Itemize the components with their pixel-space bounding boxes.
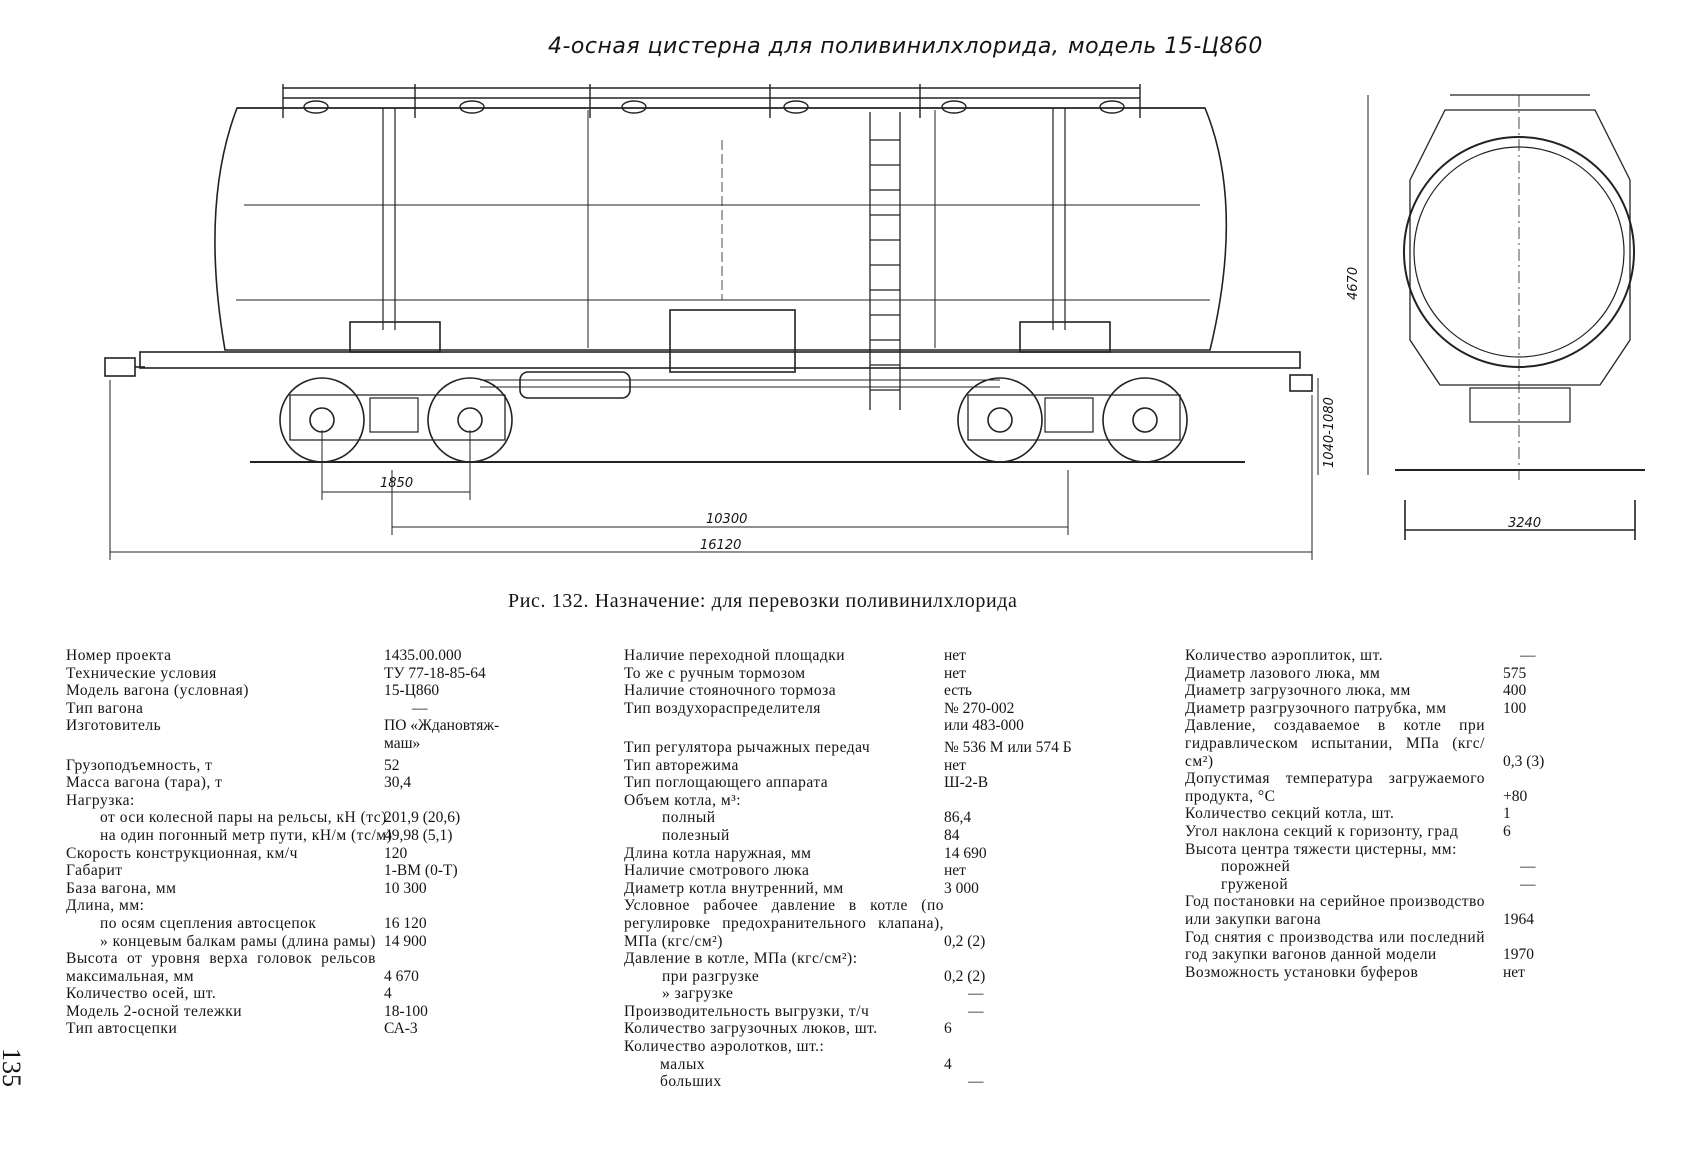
drawing-model-label: модель 15-Ц860 bbox=[1068, 34, 1263, 59]
spec-row: Нагрузка: bbox=[66, 791, 135, 809]
spec-row: Количество загрузочных люков, шт.6 bbox=[624, 1020, 952, 1038]
spec-row: Давление, создаваемое в котле при гидрав… bbox=[1185, 717, 1545, 770]
ladder bbox=[869, 112, 901, 410]
tank-end-view bbox=[1395, 94, 1645, 540]
spec-row: » концевым балкам рамы (длина рамы)14 90… bbox=[100, 932, 427, 950]
tank-body-side bbox=[214, 107, 1228, 351]
spec-row: » загрузке— bbox=[662, 985, 984, 1003]
spec-row: Производительность выгрузки, т/ч— bbox=[624, 1002, 984, 1020]
drawing-title-text: 4-осная цистерна для поливинилхлорида, bbox=[548, 34, 1060, 59]
spec-row: Количество секций котла, шт.1 bbox=[1185, 805, 1511, 823]
spec-row: маш» bbox=[384, 734, 421, 752]
spec-row: Год постановки на серийное производство … bbox=[1185, 893, 1534, 928]
underframe bbox=[139, 309, 1301, 399]
spec-row: порожней— bbox=[1221, 858, 1536, 876]
dim-width: 3240 bbox=[1508, 516, 1542, 531]
page-number: 135 bbox=[0, 1048, 26, 1087]
spec-row: Допустимая температура загружаемого прод… bbox=[1185, 770, 1528, 805]
spec-row: Количество аэроплиток, шт.— bbox=[1185, 647, 1536, 664]
couplers bbox=[104, 357, 1313, 392]
spec-row: или 483-000 bbox=[944, 717, 1024, 735]
spec-row: от оси колесной пары на рельсы, кН (тс)2… bbox=[100, 809, 461, 827]
bogie-left bbox=[279, 377, 513, 463]
drawing-title: 4-осная цистерна для поливинилхлорида, м… bbox=[548, 34, 1268, 59]
dimension-lines bbox=[109, 95, 1369, 560]
bogie-right bbox=[957, 377, 1188, 463]
spec-row: Количество осей, шт.4 bbox=[66, 985, 392, 1003]
figure-caption: Рис. 132. Назначение: для перевозки поли… bbox=[508, 590, 1018, 612]
tank-car-drawing bbox=[104, 84, 1645, 560]
spec-row: Тип вагона— bbox=[66, 699, 428, 717]
spec-column-3: Количество аэроплиток, шт.— Диаметр лазо… bbox=[1185, 647, 1685, 981]
dim-height: 4670 bbox=[1346, 266, 1361, 300]
dim-car-base: 10300 bbox=[706, 512, 748, 527]
spec-row: Условное рабочее давление в котле (по ре… bbox=[624, 897, 986, 950]
dim-bogie-base: 1850 bbox=[380, 476, 414, 491]
spec-row: Объем котла, м³: bbox=[624, 791, 742, 809]
spec-row: Давление в котле, МПа (кгс/см²): bbox=[624, 950, 858, 968]
spec-row: Высота центра тяжести цистерны, мм: bbox=[1185, 840, 1457, 858]
spec-row: Длина, мм: bbox=[66, 897, 145, 915]
dim-length: 16120 bbox=[700, 538, 742, 553]
top-handrails bbox=[282, 84, 1141, 118]
spec-row: на один погонный метр пути, кН/м (тс/м)4… bbox=[100, 826, 453, 844]
spec-row: больших— bbox=[660, 1073, 984, 1091]
spec-row: Год снятия с производства или последний … bbox=[1185, 928, 1534, 964]
tie-rods bbox=[382, 108, 1066, 330]
spec-row: Количество аэролотков, шт.: bbox=[624, 1038, 825, 1056]
spec-row: Модель вагона (условная)15-Ц860 bbox=[66, 682, 440, 700]
spec-row: груженой— bbox=[1221, 875, 1536, 893]
dim-coupler-height: 1040-1080 bbox=[1322, 397, 1337, 468]
spec-row: Высота от уровня верха головок рельсов м… bbox=[66, 950, 419, 985]
